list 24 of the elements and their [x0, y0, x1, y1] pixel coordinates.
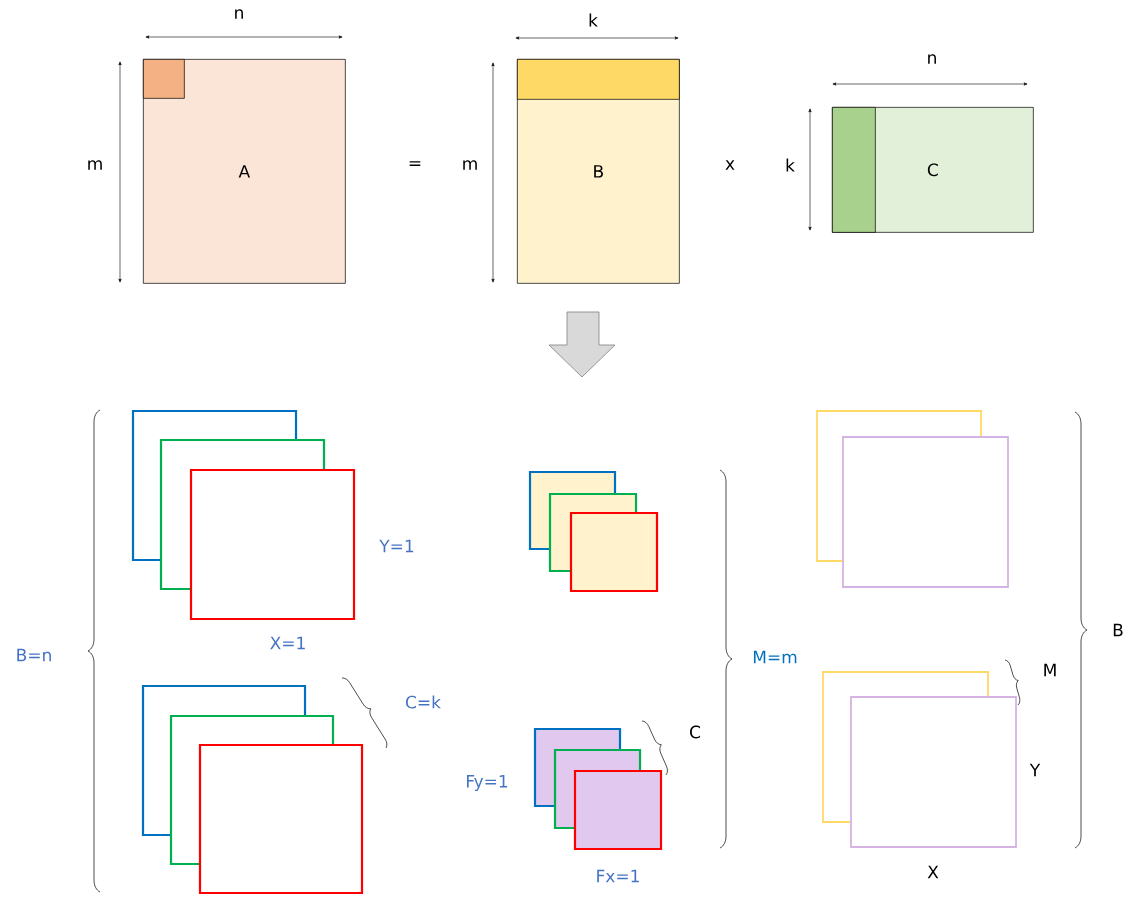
label: Fy=1	[467, 775, 508, 791]
label: X=1	[270, 636, 305, 650]
highlighted-block	[832, 107, 876, 233]
label: C	[690, 725, 700, 739]
label: B=n	[17, 648, 51, 662]
label: k	[589, 13, 598, 27]
label: Y=1	[379, 539, 414, 553]
label: M=m	[753, 650, 797, 664]
label: C=k	[406, 695, 441, 709]
label: n	[928, 54, 936, 64]
label: Fx=1	[597, 869, 639, 883]
label: m	[88, 160, 102, 170]
highlighted-block	[143, 59, 185, 99]
label: X	[927, 865, 939, 879]
label: n	[235, 9, 243, 19]
highlighted-block	[517, 59, 680, 100]
label: x	[725, 160, 735, 170]
label: Y	[1029, 763, 1041, 777]
label: M	[1044, 663, 1056, 677]
label: k	[786, 158, 795, 172]
label: m	[463, 160, 477, 170]
matrix-box: A	[143, 59, 346, 284]
label: B	[1113, 623, 1123, 637]
label: =	[409, 161, 421, 166]
